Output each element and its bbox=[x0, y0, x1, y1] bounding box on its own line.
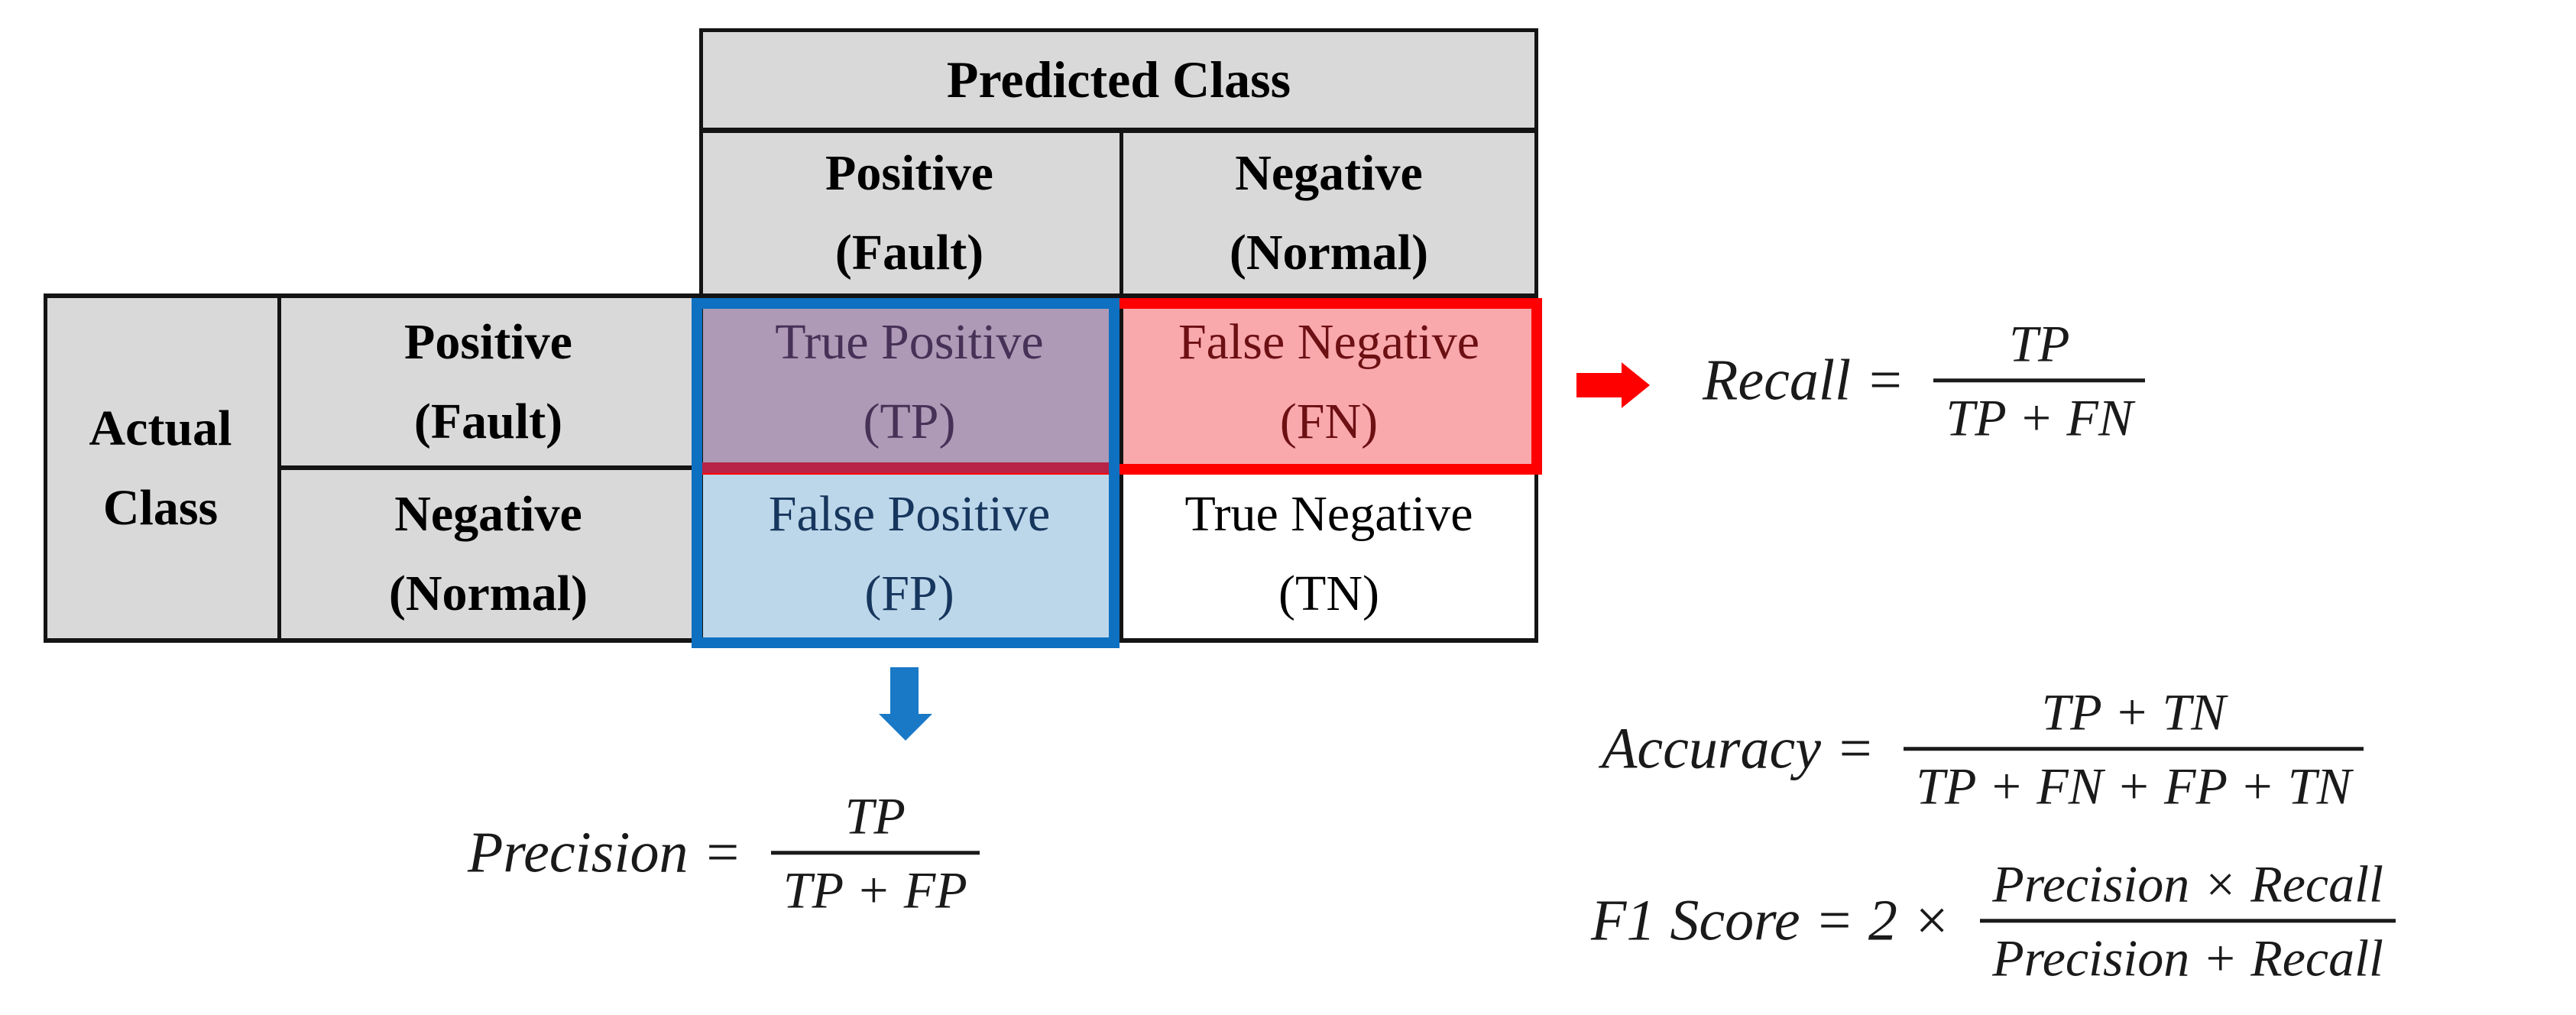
accuracy-formula-label: Accuracy = bbox=[1602, 716, 1875, 781]
precision-column-highlight bbox=[692, 298, 1120, 648]
precision-arrow-icon bbox=[879, 667, 932, 741]
predicted-class-header: Predicted Class bbox=[699, 28, 1538, 130]
fn-cell-label: False Negative (FN) bbox=[1178, 314, 1480, 449]
recall-fraction: TP TP + FN bbox=[1933, 313, 2146, 448]
recall-formula-label: Recall = bbox=[1703, 348, 1905, 413]
table-border-top bbox=[699, 28, 1538, 32]
recall-arrow-icon bbox=[1576, 362, 1650, 408]
data-region-top-border bbox=[44, 293, 1538, 298]
fraction-bar bbox=[770, 851, 980, 855]
table-border-left bbox=[44, 293, 47, 643]
f1-score-formula: F1 Score = 2 × Precision × Recall Precis… bbox=[1591, 853, 2396, 988]
fraction-bar bbox=[1904, 747, 2364, 751]
row-header-positive: Positive (Fault) bbox=[404, 313, 572, 449]
col-header-negative: Negative (Normal) bbox=[1229, 144, 1429, 281]
fraction-bar bbox=[1933, 378, 2146, 383]
precision-formula: Precision = TP TP + FP bbox=[468, 785, 980, 920]
col-header-positive: Positive (Fault) bbox=[825, 144, 993, 281]
tn-cell bbox=[1120, 468, 1538, 640]
tp-cell-label: True Positive (TP) bbox=[775, 314, 1044, 449]
actual-header-cell bbox=[44, 296, 277, 640]
col-header-positive-cell bbox=[699, 130, 1120, 296]
accuracy-fraction: TP + TN TP + FN + FP + TN bbox=[1904, 681, 2364, 816]
precision-fraction: TP TP + FP bbox=[770, 785, 980, 920]
recall-formula: Recall = TP TP + FN bbox=[1703, 313, 2146, 448]
fp-cell-label: False Positive (FP) bbox=[768, 486, 1051, 621]
fraction-bar bbox=[1980, 919, 2396, 923]
f1-fraction: Precision × Recall Precision + Recall bbox=[1980, 853, 2396, 988]
tp-cell bbox=[699, 296, 1120, 468]
row-header-negative-cell bbox=[277, 468, 699, 640]
fp-cell bbox=[699, 468, 1120, 640]
tn-cell-label: True Negative (TN) bbox=[1184, 486, 1473, 621]
fn-cell bbox=[1120, 296, 1538, 468]
col-header-negative-cell bbox=[1120, 130, 1538, 296]
actual-class-header: Actual Class bbox=[89, 400, 232, 536]
predicted-header-divider bbox=[699, 128, 1538, 133]
predicted-col-divider bbox=[1120, 128, 1123, 643]
row-header-positive-cell bbox=[277, 296, 699, 468]
predicted-class-header-text: Predicted Class bbox=[946, 50, 1291, 109]
predicted-header-cell bbox=[699, 28, 1538, 130]
f1-formula-label: F1 Score = 2 × bbox=[1591, 888, 1952, 953]
row-header-negative: Negative (Normal) bbox=[388, 486, 588, 621]
actual-col-divider bbox=[277, 293, 281, 643]
accuracy-formula: Accuracy = TP + TN TP + FN + FP + TN bbox=[1602, 681, 2364, 816]
precision-formula-label: Precision = bbox=[468, 820, 742, 885]
highlight-overlap-strip bbox=[702, 462, 1109, 473]
